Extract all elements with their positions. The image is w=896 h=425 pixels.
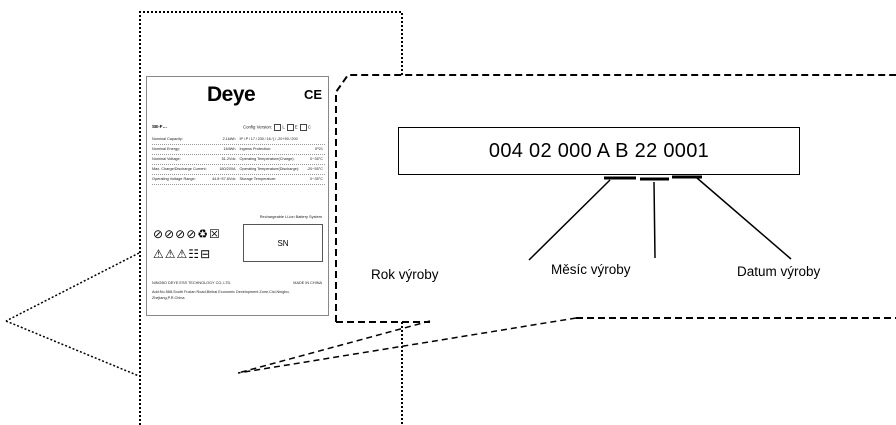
config-label: Config Version: [243,124,273,130]
spec-name: Operating Voltage Range: [152,177,196,181]
spec-name: Operating Temperature(Charge): [239,157,295,161]
warning-icons: ⚠ ⚠ ⚠ ☷ ⊟ [153,247,210,261]
spec-name: IP / P / 17 / 230 / 16 / [ / -20+50 / 20… [239,137,298,141]
spec-row: Nominal Energy: 164Wh Ingress Protection:… [152,145,325,155]
spec-value: 2.1kWh [222,137,236,141]
manual-icon: ☷ [188,247,200,261]
caption-year: Rok výroby [371,267,439,282]
caption-month: Měsíc výroby [551,262,631,277]
spec-value: 0~35°C [310,177,323,181]
spec-row: Nominal Capacity: 2.1kWh IP / P / 17 / 23… [152,135,325,145]
checkbox-icon [274,124,282,131]
dotted-arrow-upper [5,252,140,322]
caption-date: Datum výroby [737,264,821,279]
spec-name: Ingress Protection: [239,147,272,151]
no-water-icon: ⊘ [164,227,175,241]
spec-name: Storage Temperature: [239,177,277,181]
spec-name: Nominal Energy: [152,147,181,151]
recycle-icon: ♻ [197,227,209,241]
dotted-panel-outline [139,11,403,425]
company-name: NINGBO DEYE ESS TECHNOLOGY CO.,LTD. [152,281,232,285]
pointer-year [528,179,611,261]
spec-value: 0~35°C [310,157,323,161]
safety-icons: ⊘ ⊘ ⊘ ⊘ ♻ ☒ [153,227,220,241]
dashed-converge-left [237,320,431,374]
weee-bin-icon: ☒ [209,227,220,241]
pointer-date [696,177,792,260]
no-disassemble-icon: ⊘ [175,227,186,241]
spec-value: 51.2Vdc [221,157,236,161]
brand-logo: Deye [207,83,256,106]
spec-table: Nominal Capacity: 2.1kWh IP / P / 17 / 23… [152,135,325,185]
product-label: Deye CE SE-F… Config Version: L E C Nomi… [146,76,329,316]
spec-name: Operating Temperature(Discharge): [239,167,300,171]
spec-row: Operating Voltage Range: 44.8~57.6Vdc Sto… [152,175,325,185]
spec-value: 44.8~57.6Vdc [211,177,236,181]
made-in: MADE IN CHINA [293,281,322,285]
config-option: C [307,124,311,130]
battery-icon: ⊟ [200,247,211,261]
config-option: E [294,124,298,130]
spec-value: IP21 [315,147,323,151]
warning-icon: ⚠ [153,247,164,261]
spec-value: -20~55°C [306,167,323,171]
checkbox-icon [299,124,307,131]
spec-value: 180/200A [219,167,236,171]
spec-row: Max. Charge/Discharge Current: 180/200A O… [152,165,325,175]
sn-box: SN [243,224,323,262]
config-option: L [282,124,285,130]
dotted-arrow-lower [5,320,140,377]
ce-mark: CE [303,87,322,102]
spec-value: 164Wh [223,147,236,151]
spec-name: Nominal Capacity: [152,137,183,141]
spec-row: Nominal Voltage: 51.2Vdc Operating Temper… [152,155,325,165]
spec-name: Max. Charge/Discharge Current: [152,167,207,171]
company-address: Add:No.568,South Fuxian Road,Binhai Econ… [152,290,290,300]
electric-warning-icon: ⚠ [164,247,176,261]
caution-icon: ⚠ [176,247,188,261]
no-short-circuit-icon: ⊘ [186,227,197,241]
model-name: SE-F… [152,124,168,129]
battery-type: Rechargeable Li-ion Battery System [259,214,322,219]
serial-number: 004 02 000 A B 22 0001 [398,127,800,175]
checkbox-icon [286,124,294,131]
no-fire-icon: ⊘ [153,227,164,241]
pointer-month [653,181,656,259]
dashed-converge-right [237,317,577,374]
dashed-zoom-box [335,74,896,322]
spec-name: Nominal Voltage: [152,157,181,161]
config-version: Config Version: L E C [243,124,311,131]
